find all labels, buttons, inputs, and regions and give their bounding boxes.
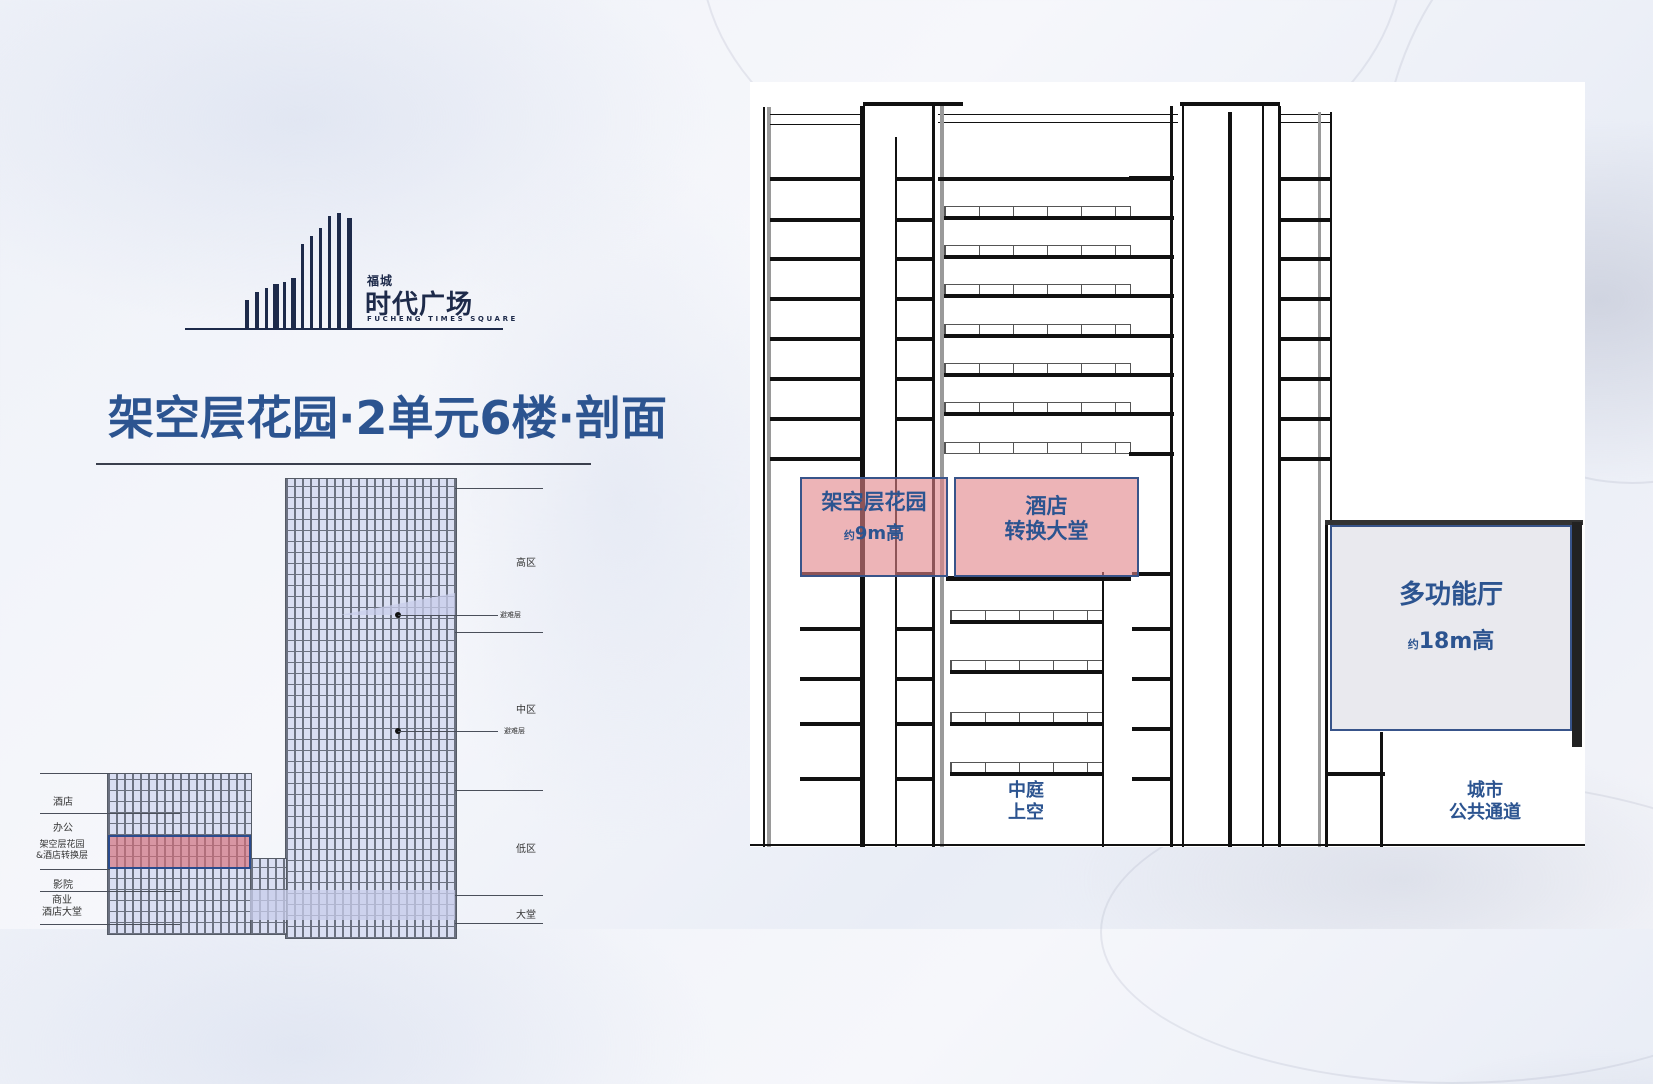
refuge-leader: [398, 615, 498, 616]
section-drawing-panel: 架空层花园 约9m高 酒店 转换大堂 多功能厅 约18m高 中庭 上空 城市 公…: [750, 82, 1585, 847]
sky-garden-highlight: [108, 835, 251, 869]
podium-label-retail: 商业 酒店大堂: [42, 895, 82, 918]
title-divider: [96, 463, 591, 465]
logo-brand-small: 福城: [367, 274, 394, 288]
zone-divider: [455, 488, 543, 489]
zone-divider: [455, 790, 543, 791]
logo-brand-english: FUCHENG TIMES SQUARE: [367, 315, 518, 323]
label-hotel-transfer-lobby: 酒店 转换大堂: [1004, 494, 1089, 544]
podium-divider: [40, 891, 180, 892]
page-title: 架空层花园·2单元6楼·剖面: [108, 391, 667, 445]
podium-label-office: 办公: [53, 823, 73, 834]
zone-label-mid: 中区: [516, 705, 536, 716]
room-hotel-transfer-lobby: [954, 477, 1139, 577]
zone-divider: [455, 923, 543, 924]
tower-elevation-diagram: 高区 避难层 中区 避难层 低区 大堂 酒店 办公 架空层花园 &酒店转换层 影…: [0, 470, 560, 939]
label-multi-function-hall: 多功能厅 约18m高: [1398, 580, 1503, 655]
refuge-leader: [398, 731, 498, 732]
room-sky-garden: [800, 477, 948, 577]
logo-brand-name: 时代广场: [365, 290, 474, 320]
main-tower: [285, 478, 457, 939]
podium-divider: [40, 813, 180, 814]
brand-logo: 福城 时代广场 FUCHENG TIMES SQUARE: [185, 180, 515, 330]
refuge-label: 避难层: [500, 611, 521, 619]
label-public-passage: 城市 公共通道: [1449, 780, 1521, 823]
label-sky-garden: 架空层花园 约9m高: [821, 490, 927, 545]
podium-divider: [40, 773, 110, 774]
refuge-label: 避难层: [504, 727, 525, 735]
zone-label-lobby: 大堂: [516, 910, 536, 921]
zone-divider: [455, 632, 543, 633]
zone-divider: [455, 895, 543, 896]
podium-divider: [40, 869, 110, 870]
podium-label-sky-garden: 架空层花园 &酒店转换层: [36, 840, 89, 861]
podium-divider: [40, 924, 180, 925]
podium-label-cinema: 影院: [53, 880, 73, 891]
room-multi-function-hall: [1330, 525, 1572, 731]
podium-label-hotel: 酒店: [53, 797, 73, 808]
zone-label-low: 低区: [516, 844, 536, 855]
label-atrium-void: 中庭 上空: [1008, 780, 1044, 823]
lobby-shade: [250, 890, 455, 920]
zone-label-high: 高区: [516, 558, 536, 569]
